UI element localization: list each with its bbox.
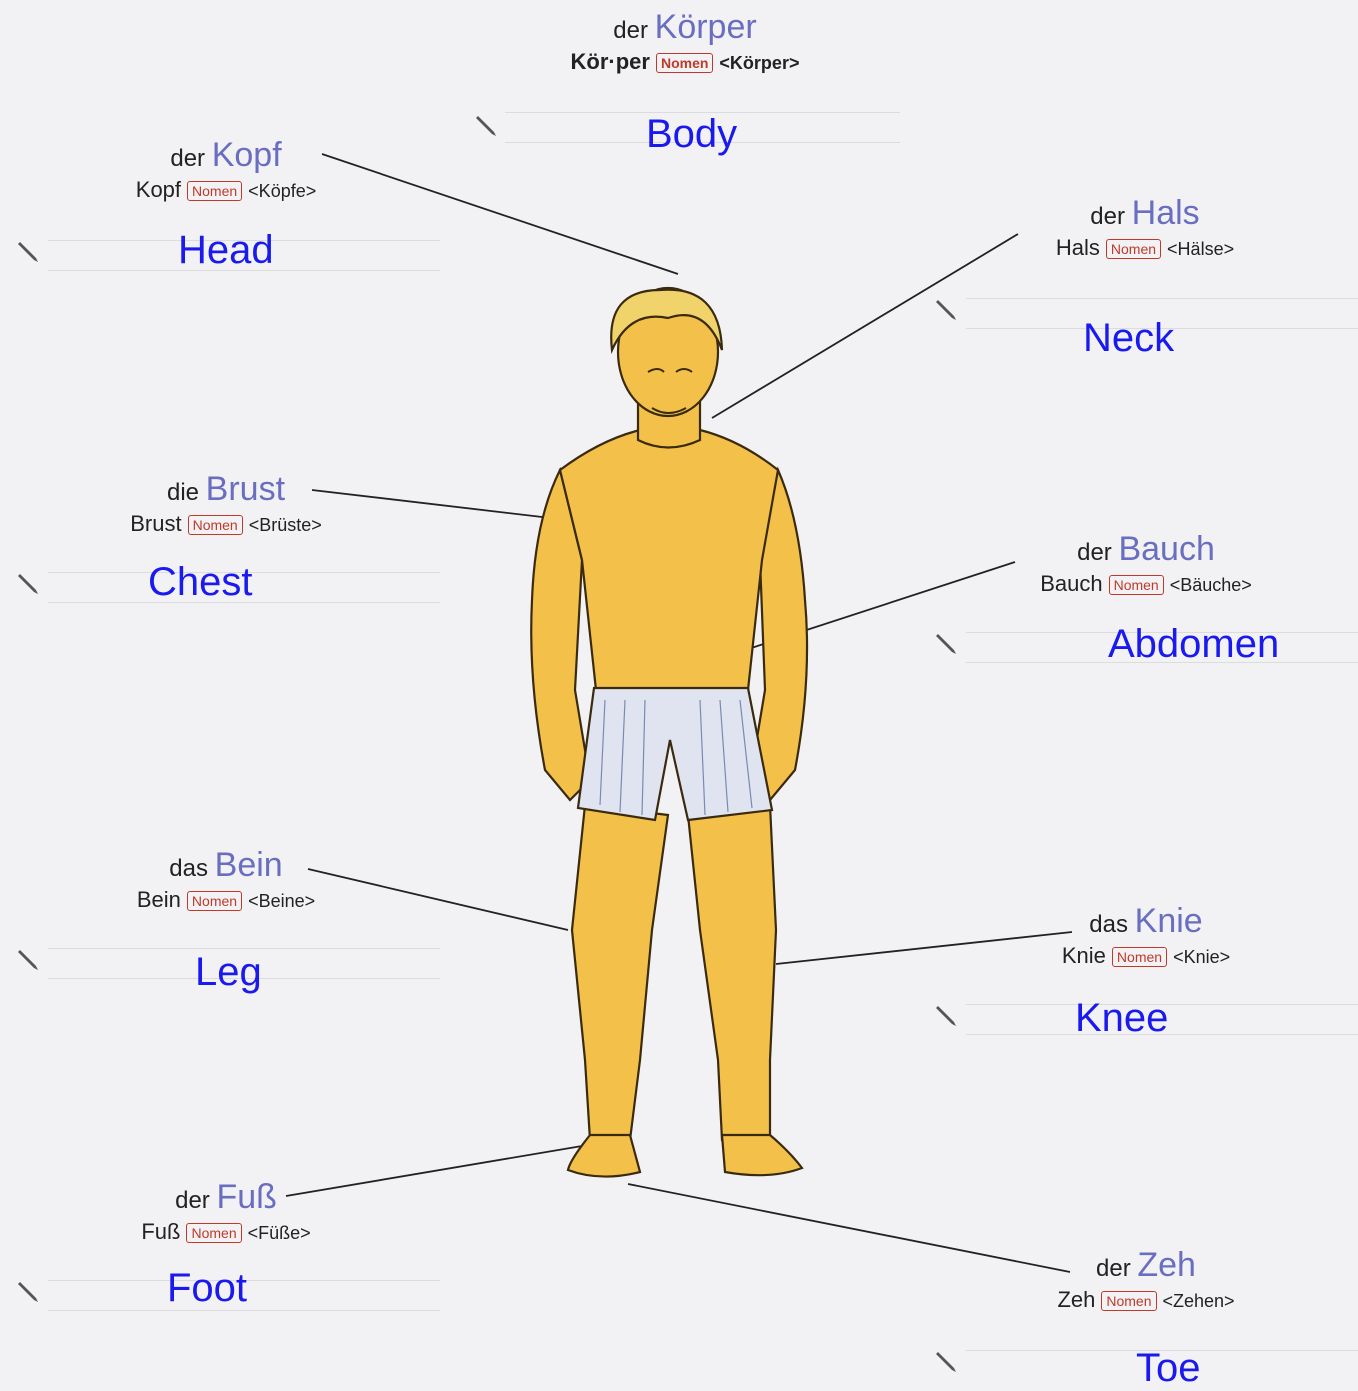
syllables: Zeh — [1057, 1287, 1095, 1312]
noun-badge: Nomen — [1112, 947, 1167, 967]
leader-line-hals — [712, 234, 1018, 418]
article: der — [175, 1187, 210, 1214]
pencil-icon[interactable] — [16, 1278, 42, 1304]
noun-badge: Nomen — [186, 1223, 241, 1243]
noun-badge: Nomen — [656, 53, 713, 73]
noun: Körper — [655, 8, 757, 46]
pencil-icon[interactable] — [934, 1002, 960, 1028]
english-answer-bauch: Abdomen — [1108, 622, 1279, 667]
noun: Brust — [206, 470, 285, 508]
noun-badge: Nomen — [188, 515, 243, 535]
syllables: Bauch — [1040, 571, 1102, 596]
plural: <Bäuche> — [1170, 575, 1252, 595]
english-answer-kopf: Head — [178, 228, 274, 273]
pencil-icon[interactable] — [934, 1348, 960, 1374]
human-figure-illustration — [531, 288, 807, 1177]
noun-badge: Nomen — [187, 181, 242, 201]
article: der — [1077, 539, 1112, 566]
plural: <Körper> — [719, 53, 799, 73]
label-koerper: der Körper Kör·per Nomen <Körper> — [505, 8, 865, 75]
plural: <Zehen> — [1163, 1291, 1235, 1311]
noun: Knie — [1135, 902, 1203, 940]
syllables: Bein — [137, 887, 181, 912]
pencil-icon[interactable] — [934, 296, 960, 322]
english-answer-koerper: Body — [646, 112, 737, 157]
article: der — [170, 145, 205, 172]
pencil-icon[interactable] — [16, 570, 42, 596]
noun: Bauch — [1118, 530, 1214, 568]
article: das — [1089, 911, 1128, 938]
english-answer-fuss: Foot — [167, 1266, 247, 1311]
article: der — [1096, 1255, 1131, 1282]
answer-line — [966, 298, 1358, 299]
english-answer-hals: Neck — [1083, 316, 1174, 361]
noun: Kopf — [212, 136, 282, 174]
answer-line — [48, 948, 440, 949]
article: der — [1090, 203, 1125, 230]
article: das — [169, 855, 208, 882]
noun: Zeh — [1137, 1246, 1196, 1284]
noun-badge: Nomen — [1109, 575, 1164, 595]
article: der — [613, 17, 648, 44]
english-answer-zeh: Toe — [1136, 1346, 1201, 1391]
pencil-icon[interactable] — [16, 238, 42, 264]
english-answer-brust: Chest — [148, 560, 253, 605]
syllables: Fuß — [141, 1219, 180, 1244]
syllables: Kopf — [136, 177, 181, 202]
plural: <Hälse> — [1167, 239, 1234, 259]
pencil-icon[interactable] — [934, 630, 960, 656]
syllables: Kör·per — [571, 49, 650, 74]
plural: <Brüste> — [249, 515, 322, 535]
plural: <Füße> — [248, 1223, 311, 1243]
plural: <Beine> — [248, 891, 315, 911]
noun: Bein — [215, 846, 283, 884]
syllables: Brust — [130, 511, 181, 536]
english-answer-knie: Knee — [1075, 996, 1168, 1041]
syllables: Hals — [1056, 235, 1100, 260]
noun: Hals — [1132, 194, 1200, 232]
noun-badge: Nomen — [187, 891, 242, 911]
noun: Fuß — [216, 1178, 276, 1216]
article: die — [167, 479, 199, 506]
noun-badge: Nomen — [1101, 1291, 1156, 1311]
noun-badge: Nomen — [1106, 239, 1161, 259]
pencil-icon[interactable] — [16, 946, 42, 972]
plural: <Köpfe> — [248, 181, 316, 201]
pencil-icon[interactable] — [474, 112, 500, 138]
english-answer-bein: Leg — [195, 950, 262, 995]
plural: <Knie> — [1173, 947, 1230, 967]
syllables: Knie — [1062, 943, 1106, 968]
